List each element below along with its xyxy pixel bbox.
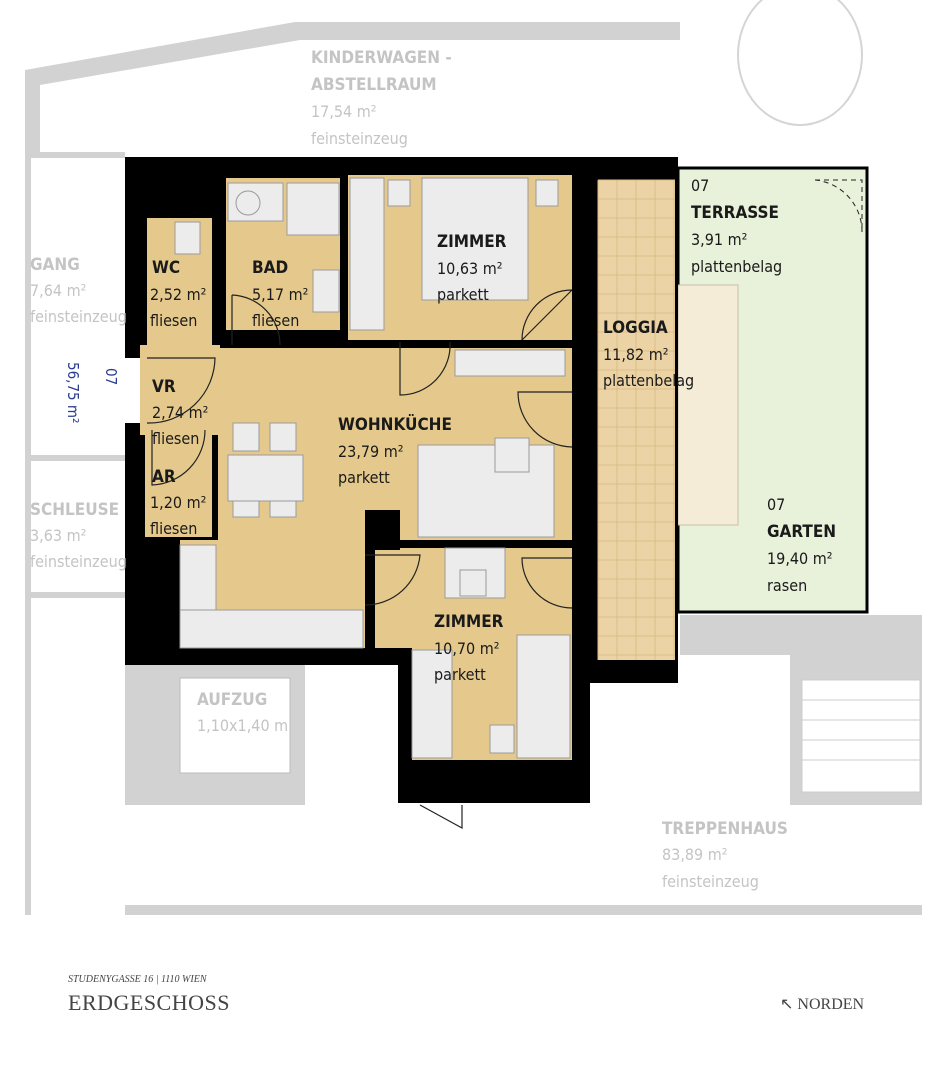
svg-text:GARTEN: GARTEN: [767, 522, 836, 542]
furniture: [174, 177, 571, 759]
washing-machine: [227, 182, 284, 222]
svg-text:KINDERWAGEN -: KINDERWAGEN -: [311, 48, 452, 68]
north-label: NORDEN: [797, 996, 865, 1013]
doors: [146, 289, 573, 830]
svg-text:fliesen: fliesen: [150, 519, 197, 538]
svg-text:feinsteinzeug: feinsteinzeug: [311, 129, 408, 148]
svg-text:SCHLEUSE: SCHLEUSE: [30, 500, 119, 520]
terrace-door: [814, 179, 863, 233]
svg-text:parkett: parkett: [437, 285, 489, 304]
svg-text:3,63 m²: 3,63 m²: [30, 526, 86, 545]
wardrobe-2: [411, 649, 453, 759]
room-vr: VR 2,74 m² fliesen: [152, 377, 208, 448]
room-zimmer-2: ZIMMER 10,70 m² parkett: [434, 612, 504, 684]
svg-text:ZIMMER: ZIMMER: [434, 612, 504, 632]
svg-text:07: 07: [691, 176, 709, 195]
neighbor-gang: GANG 7,64 m² feinsteinzeug: [30, 255, 127, 326]
svg-text:56,75 m²: 56,75 m²: [64, 362, 82, 423]
svg-text:07: 07: [102, 368, 120, 385]
unit-label: 07 56,75 m²: [64, 362, 120, 423]
svg-text:10,63 m²: 10,63 m²: [437, 259, 503, 278]
terrace-paving: [677, 284, 739, 526]
shower: [286, 182, 340, 236]
svg-text:plattenbelag: plattenbelag: [691, 257, 782, 276]
svg-text:parkett: parkett: [338, 468, 390, 487]
neighbor-treppenhaus: TREPPENHAUS 83,89 m² feinsteinzeug: [662, 819, 788, 891]
floor-title: ERDGESCHOSS: [68, 990, 230, 1015]
room-bad: BAD 5,17 m² fliesen: [252, 258, 308, 330]
svg-text:fliesen: fliesen: [150, 311, 197, 330]
north-indicator: ↖ NORDEN: [780, 994, 864, 1014]
neighbor-curve: [737, 0, 863, 126]
stairs: [801, 679, 921, 793]
svg-text:23,79 m²: 23,79 m²: [338, 442, 404, 461]
svg-text:feinsteinzeug: feinsteinzeug: [662, 872, 759, 891]
svg-text:WC: WC: [152, 258, 180, 278]
svg-text:WOHNKÜCHE: WOHNKÜCHE: [338, 413, 452, 435]
svg-text:2,74 m²: 2,74 m²: [152, 403, 208, 422]
dining-table: [227, 454, 304, 502]
svg-text:1,10x1,40 m: 1,10x1,40 m: [197, 716, 288, 735]
svg-text:07: 07: [767, 495, 785, 514]
room-ar: AR 1,20 m² fliesen: [150, 467, 206, 538]
neighbor-kinderwagen: KINDERWAGEN - ABSTELLRAUM 17,54 m² feinstei…: [311, 48, 452, 148]
svg-text:ZIMMER: ZIMMER: [437, 232, 507, 252]
svg-text:feinsteinzeug: feinsteinzeug: [30, 552, 127, 571]
svg-text:7,64 m²: 7,64 m²: [30, 281, 86, 300]
sideboard: [454, 349, 566, 377]
svg-text:fliesen: fliesen: [252, 311, 299, 330]
svg-text:2,52 m²: 2,52 m²: [150, 285, 206, 304]
wardrobe: [349, 177, 385, 331]
column: [365, 510, 400, 550]
loggia-tiles: [597, 179, 675, 660]
room-wc: WC 2,52 m² fliesen: [150, 258, 206, 330]
svg-text:17,54 m²: 17,54 m²: [311, 102, 377, 121]
svg-text:GANG: GANG: [30, 255, 80, 275]
elevator-shaft: [179, 677, 291, 774]
stair-steps: [802, 699, 920, 761]
neighbor-schleuse: SCHLEUSE 3,63 m² feinsteinzeug: [30, 500, 127, 571]
svg-text:TERRASSE: TERRASSE: [691, 203, 779, 223]
svg-text:BAD: BAD: [252, 258, 288, 278]
svg-text:1,20 m²: 1,20 m²: [150, 493, 206, 512]
svg-text:5,17 m²: 5,17 m²: [252, 285, 308, 304]
svg-text:rasen: rasen: [767, 576, 807, 595]
sofa: [417, 444, 555, 538]
address: STUDENYGASSE 16 | 1110 WIEN: [68, 974, 207, 985]
neighbor-aufzug: AUFZUG 1,10x1,40 m: [197, 690, 288, 735]
bed-2: [516, 634, 571, 759]
svg-text:19,40 m²: 19,40 m²: [767, 549, 833, 568]
sink: [312, 269, 340, 313]
svg-text:parkett: parkett: [434, 665, 486, 684]
svg-text:LOGGIA: LOGGIA: [603, 318, 668, 338]
svg-text:feinsteinzeug: feinsteinzeug: [30, 307, 127, 326]
svg-text:VR: VR: [152, 377, 176, 397]
arrow-up-left-icon: ↖: [780, 996, 794, 1013]
svg-text:AR: AR: [152, 467, 176, 487]
svg-text:TREPPENHAUS: TREPPENHAUS: [662, 819, 788, 839]
svg-text:3,91 m²: 3,91 m²: [691, 230, 747, 249]
room-zimmer-1: ZIMMER 10,63 m² parkett: [437, 232, 507, 304]
svg-text:83,89 m²: 83,89 m²: [662, 845, 728, 864]
bed: [421, 177, 529, 301]
svg-text:ABSTELLRAUM: ABSTELLRAUM: [311, 75, 437, 95]
room-loggia: LOGGIA 11,82 m² plattenbelag: [603, 318, 694, 390]
svg-text:AUFZUG: AUFZUG: [197, 690, 267, 710]
svg-text:fliesen: fliesen: [152, 429, 199, 448]
room-wohnkueche: WOHNKÜCHE 23,79 m² parkett: [338, 413, 452, 487]
svg-text:11,82 m²: 11,82 m²: [603, 345, 669, 364]
toilet: [174, 221, 201, 255]
kitchen-counter: [179, 544, 217, 611]
svg-text:plattenbelag: plattenbelag: [603, 371, 694, 390]
svg-text:10,70 m²: 10,70 m²: [434, 639, 500, 658]
